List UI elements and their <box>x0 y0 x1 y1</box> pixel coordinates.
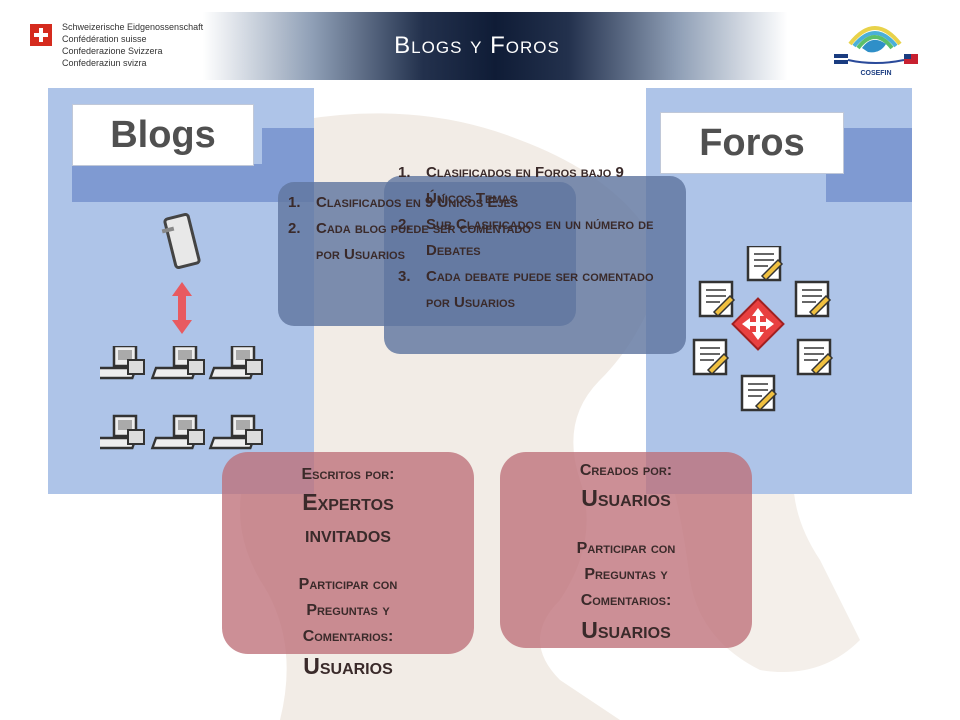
confederation-name: Confederaziun svizra <box>62 58 147 68</box>
confederation-names: Schweizerische Eidgenossenschaft Confédé… <box>62 21 203 69</box>
blogs-authors-box: Escritos por: Expertos invitados Partici… <box>222 452 474 679</box>
confederation-name: Confederazione Svizzera <box>62 46 163 56</box>
blogs-panel-title: Blogs <box>72 104 254 166</box>
tablet-icon <box>161 212 201 270</box>
computer-icon <box>209 346 264 380</box>
list-number: 1. <box>398 164 411 181</box>
blogs-written-by-label: Escritos por: <box>301 466 395 483</box>
list-text: Sub Clasificados en un número de Debates <box>426 216 654 259</box>
list-text: Clasificados en Foros bajo 9 Únicos Tema… <box>426 164 624 207</box>
list-item: 2.Cada blog puede ser comentado por Usua… <box>288 216 538 268</box>
blogs-panel: Blogs <box>48 88 314 494</box>
computer-icon <box>209 414 264 450</box>
foros-created-by-label: Creados por: <box>579 462 673 479</box>
foros-panel: Foros <box>646 88 912 494</box>
document-pen-icon <box>740 374 778 412</box>
header-banner: Schweizerische Eidgenossenschaft Confédé… <box>20 12 934 80</box>
computer-icon <box>151 414 206 450</box>
list-text: Clasificados en 9 Únicos Ejes <box>316 194 519 211</box>
list-item: 1. Clasificados en 9 Únicos Ejes <box>288 190 538 216</box>
document-pen-icon <box>796 338 834 376</box>
blogs-feature-list: 1.Clasificados en 9 Únicos Ejes 2.Cada b… <box>288 190 538 268</box>
list-number: 2. <box>398 216 411 233</box>
document-pen-icon <box>746 246 784 282</box>
confederation-name: Confédération suisse <box>62 34 147 44</box>
blogs-authors-value: Expertos invitados <box>302 489 394 547</box>
list-item: 1. Clasificados en Foros bajo 9 Únicos Te… <box>398 160 660 212</box>
swiss-flag-icon <box>30 24 52 46</box>
foros-authors-box: Creados por: Usuarios Participar con Pre… <box>500 452 752 648</box>
foros-creators-value: Usuarios <box>581 485 671 511</box>
list-text: Cada blog puede ser comentado por Usuari… <box>316 220 531 263</box>
slide-title: Blogs y Foros <box>394 32 560 59</box>
logo-label: COSEFIN <box>860 70 892 77</box>
list-item: 3. Cada debate puede ser comentado por Us… <box>398 264 660 316</box>
blogs-participants-value: Usuarios <box>303 653 393 679</box>
list-number: 3. <box>398 268 411 285</box>
list-text: Cada debate puede ser comentado por Usua… <box>426 268 654 311</box>
double-arrow-icon <box>172 282 192 334</box>
computer-icon <box>151 346 206 380</box>
computer-icon <box>100 414 146 450</box>
document-pen-icon <box>692 338 730 376</box>
foros-feature-list: 1. Clasificados en Foros bajo 9 Únicos Te… <box>398 160 660 316</box>
foros-participants-value: Usuarios <box>581 617 671 643</box>
blogs-participate-label: Participar con Preguntas y Comentarios: <box>298 576 398 645</box>
move-arrows-icon <box>731 297 785 351</box>
foros-participate-label: Participar con Preguntas y Comentarios: <box>576 540 676 609</box>
document-pen-icon <box>698 280 736 318</box>
computer-icon <box>100 346 146 380</box>
list-item: 2. Sub Clasificados en un número de Debat… <box>398 212 660 264</box>
blogs-info-box <box>278 182 576 326</box>
list-number: 1. <box>288 194 301 211</box>
confederation-name: Schweizerische Eidgenossenschaft <box>62 22 204 32</box>
foros-panel-title: Foros <box>660 112 844 174</box>
blogs-panel-tab <box>72 164 314 202</box>
forum-diagram <box>692 246 834 412</box>
cosefin-logo-icon <box>834 26 918 64</box>
list-number: 2. <box>288 220 301 237</box>
document-pen-icon <box>794 280 832 318</box>
